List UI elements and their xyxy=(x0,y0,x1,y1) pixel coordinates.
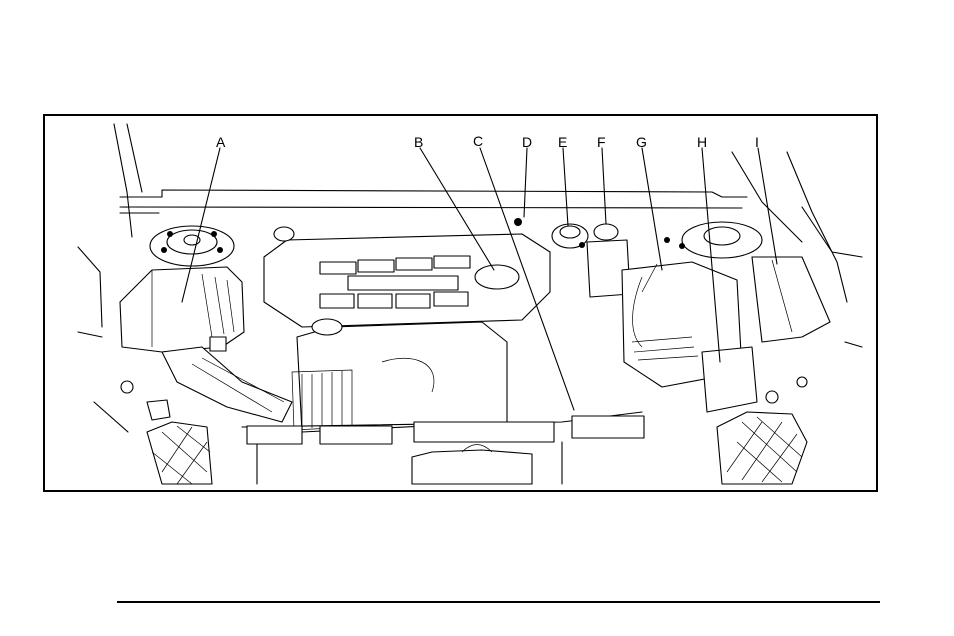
callout-d: D xyxy=(522,134,532,150)
callout-h: H xyxy=(697,134,707,150)
left-front-structure xyxy=(121,381,212,484)
callout-a: A xyxy=(216,134,226,150)
footer-divider xyxy=(117,601,880,603)
engine-compartment-drawing: A B C D E F G H I xyxy=(45,116,876,490)
callout-g: G xyxy=(636,134,647,150)
intake-duct xyxy=(292,319,507,432)
callout-e: E xyxy=(558,134,567,150)
callout-c: C xyxy=(473,133,483,149)
battery xyxy=(622,262,757,412)
engine-cover xyxy=(264,227,550,327)
engine-compartment-figure: A B C D E F G H I xyxy=(43,114,878,492)
callout-f: F xyxy=(597,134,606,150)
callout-b: B xyxy=(414,134,423,150)
callout-i: I xyxy=(755,134,759,150)
